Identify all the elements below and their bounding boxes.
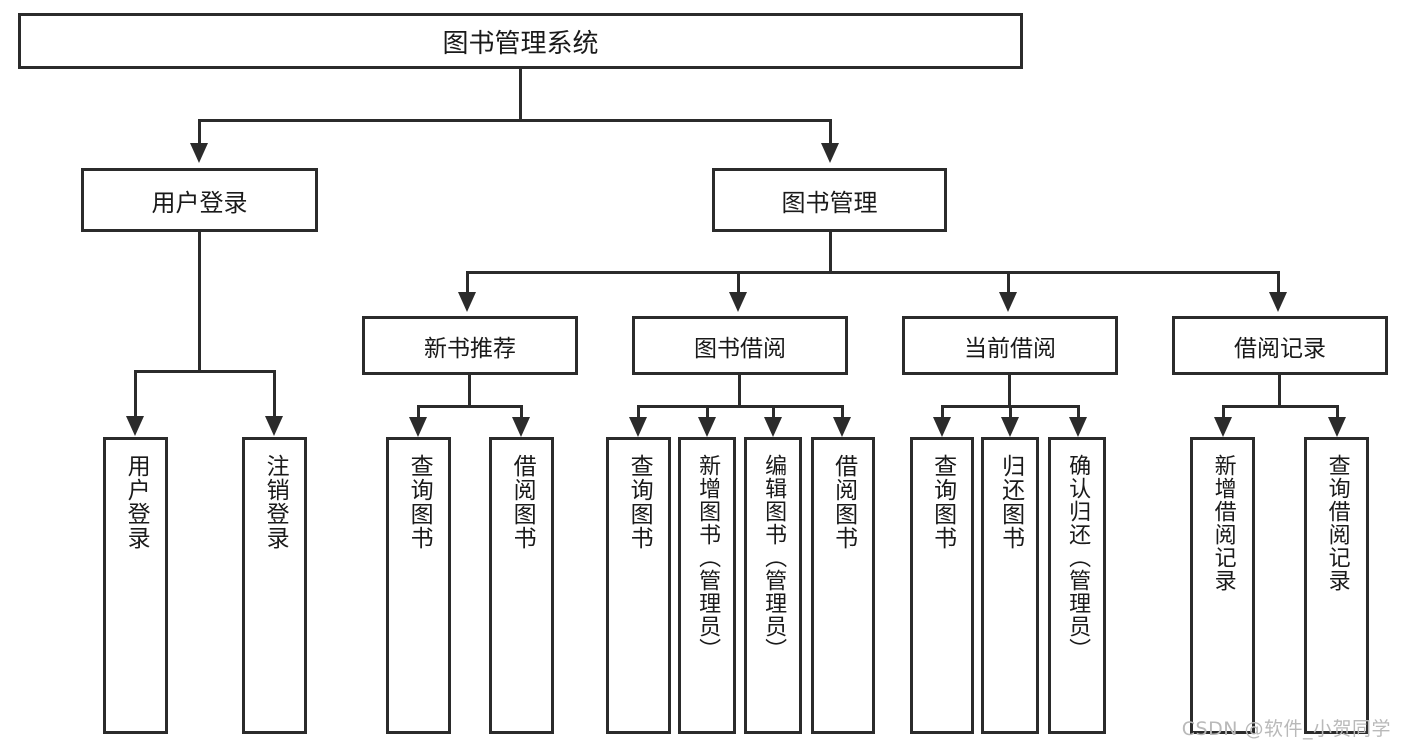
arrow-to-current-borrow	[999, 292, 1017, 312]
arrow-to-nbr-leaf-2	[512, 417, 530, 437]
edge-bm-drop-2	[737, 271, 740, 293]
edge-user-login-drop-1	[134, 370, 137, 417]
arrow-to-cb-leaf-2	[1001, 417, 1019, 437]
edge-root-to-user-login	[198, 119, 201, 144]
arrow-to-bb-leaf-3	[764, 417, 782, 437]
leaf-label: 查询图书	[929, 454, 956, 550]
node-user-login[interactable]: 用户登录	[81, 168, 318, 232]
edge-nbr-stem	[468, 375, 471, 406]
edge-bb-drop-2	[706, 405, 709, 418]
arrow-to-bb-leaf-2	[698, 417, 716, 437]
leaf-add-borrow-record[interactable]: 新增借阅记录	[1190, 437, 1255, 734]
leaf-query-book-bb[interactable]: 查询图书	[606, 437, 671, 734]
arrow-to-cb-leaf-1	[933, 417, 951, 437]
edge-bm-drop-1	[466, 271, 469, 293]
leaf-label: 查询图书	[406, 454, 433, 550]
arrow-to-bb-leaf-4	[833, 417, 851, 437]
edge-cb-drop-3	[1077, 405, 1080, 418]
leaf-label: 归还图书	[997, 454, 1024, 550]
leaf-confirm-return-admin[interactable]: 确认归还（管理员）	[1048, 437, 1106, 734]
arrow-to-borrow-records	[1269, 292, 1287, 312]
edge-root-bar	[198, 119, 832, 122]
leaf-label: 确认归还（管理员）	[1065, 454, 1091, 661]
leaf-label: 注销登录	[262, 454, 289, 550]
leaf-label: 借阅图书	[830, 454, 857, 550]
arrow-to-br-leaf-1	[1214, 417, 1232, 437]
leaf-query-borrow-record[interactable]: 查询借阅记录	[1304, 437, 1369, 734]
leaf-user-login[interactable]: 用户登录	[103, 437, 168, 734]
leaf-label: 用户登录	[123, 454, 150, 550]
leaf-borrow-book-bb[interactable]: 借阅图书	[811, 437, 875, 734]
node-label: 借阅记录	[1234, 335, 1326, 362]
edge-cb-stem	[1008, 375, 1011, 406]
leaf-label: 查询借阅记录	[1324, 454, 1350, 592]
edge-br-drop-1	[1222, 405, 1225, 418]
leaf-add-book-admin[interactable]: 新增图书（管理员）	[678, 437, 736, 734]
leaf-query-book-nbr[interactable]: 查询图书	[386, 437, 451, 734]
node-book-borrow[interactable]: 图书借阅	[632, 316, 848, 375]
arrow-to-user-login	[190, 143, 208, 163]
edge-br-drop-2	[1336, 405, 1339, 418]
node-label: 图书管理	[781, 188, 878, 217]
edge-root-to-book-management	[829, 119, 832, 144]
leaf-label: 借阅图书	[509, 454, 536, 550]
edge-cb-drop-1	[941, 405, 944, 418]
leaf-return-book[interactable]: 归还图书	[981, 437, 1039, 734]
leaf-label: 新增图书（管理员）	[695, 454, 721, 661]
leaf-edit-book-admin[interactable]: 编辑图书（管理员）	[744, 437, 802, 734]
edge-br-stem	[1278, 375, 1281, 406]
edge-bm-drop-4	[1277, 271, 1280, 293]
arrow-to-book-management	[821, 143, 839, 163]
edge-cb-drop-2	[1009, 405, 1012, 418]
arrow-to-leaf-logout	[265, 416, 283, 436]
edge-br-bar	[1222, 405, 1339, 408]
edge-bm-drop-3	[1007, 271, 1010, 293]
edge-bb-bar	[637, 405, 844, 408]
node-label: 图书管理系统	[442, 28, 599, 59]
edge-bb-drop-4	[841, 405, 844, 418]
node-book-management[interactable]: 图书管理	[712, 168, 947, 232]
edge-user-login-drop-2	[273, 370, 276, 417]
edge-bb-stem	[738, 375, 741, 406]
arrow-to-bb-leaf-1	[629, 417, 647, 437]
leaf-label: 查询图书	[626, 454, 653, 550]
node-label: 图书借阅	[694, 335, 786, 362]
node-new-book-recommend[interactable]: 新书推荐	[362, 316, 578, 375]
arrow-to-nbr-leaf-1	[409, 417, 427, 437]
edge-nbr-drop-2	[520, 405, 523, 418]
edge-book-management-bar	[466, 271, 1280, 274]
arrow-to-cb-leaf-3	[1069, 417, 1087, 437]
leaf-logout[interactable]: 注销登录	[242, 437, 307, 734]
leaf-label: 新增借阅记录	[1210, 454, 1236, 592]
edge-nbr-drop-1	[417, 405, 420, 418]
node-root-book-management-system[interactable]: 图书管理系统	[18, 13, 1023, 69]
edge-root-stem	[519, 69, 522, 120]
edge-nbr-bar	[417, 405, 523, 408]
arrow-to-br-leaf-2	[1328, 417, 1346, 437]
edge-bb-drop-1	[637, 405, 640, 418]
edge-book-management-stem	[829, 232, 832, 272]
leaf-query-book-cb[interactable]: 查询图书	[910, 437, 974, 734]
node-label: 当前借阅	[964, 335, 1056, 362]
node-current-borrow[interactable]: 当前借阅	[902, 316, 1118, 375]
edge-user-login-stem	[198, 232, 201, 371]
arrow-to-leaf-user-login	[126, 416, 144, 436]
watermark: CSDN @软件_小贺同学	[1181, 718, 1391, 740]
leaf-label: 编辑图书（管理员）	[761, 454, 787, 661]
node-label: 用户登录	[151, 188, 248, 217]
edge-bb-drop-3	[772, 405, 775, 418]
edge-user-login-bar	[134, 370, 276, 373]
arrow-to-book-borrow	[729, 292, 747, 312]
node-label: 新书推荐	[424, 335, 516, 362]
node-borrow-records[interactable]: 借阅记录	[1172, 316, 1388, 375]
leaf-borrow-book-nbr[interactable]: 借阅图书	[489, 437, 554, 734]
arrow-to-new-book-recommend	[458, 292, 476, 312]
